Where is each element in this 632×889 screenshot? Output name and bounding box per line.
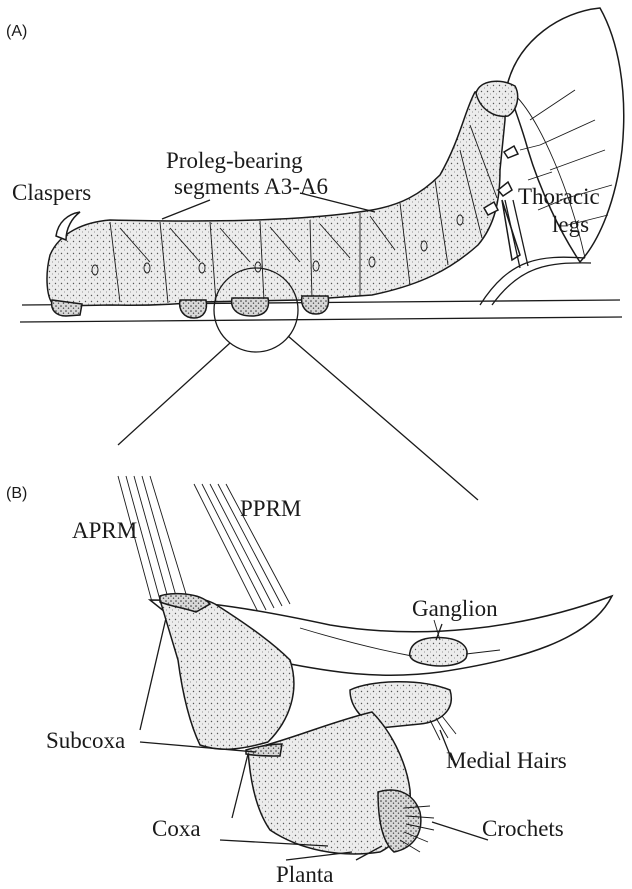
label-pprm: PPRM — [240, 496, 301, 521]
label-subcoxa: Subcoxa — [46, 728, 125, 753]
label-coxa: Coxa — [152, 816, 201, 841]
label-ganglion: Ganglion — [412, 596, 498, 621]
label-medial-hairs: Medial Hairs — [446, 748, 567, 773]
label-thoracic-line2: legs — [552, 212, 589, 237]
zoom-lines — [118, 336, 478, 500]
panel-a-label: (A) — [6, 23, 27, 40]
panel-b-label: (B) — [6, 485, 27, 502]
label-prolegs-line2: segments A3-A6 — [174, 174, 328, 199]
label-claspers: Claspers — [12, 180, 91, 205]
label-aprm: APRM — [72, 518, 137, 543]
label-thoracic-line1: Thoracic — [518, 184, 600, 209]
caterpillar-body — [47, 81, 518, 318]
label-planta: Planta — [276, 862, 334, 887]
label-crochets: Crochets — [482, 816, 564, 841]
label-prolegs-line1: Proleg-bearing — [166, 148, 303, 173]
proleg-anatomy-illustration — [118, 476, 612, 854]
